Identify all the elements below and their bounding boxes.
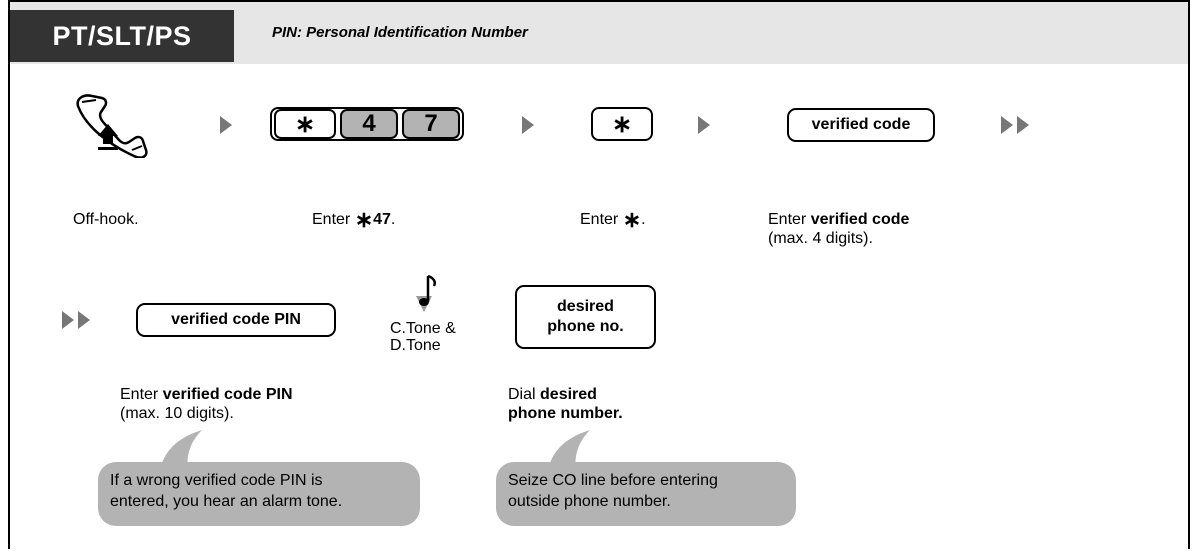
bubble-tail <box>548 430 590 470</box>
step-arrow <box>698 116 710 134</box>
key-star-label: ∗ <box>294 110 316 138</box>
tone-caption: C.Tone &D.Tone <box>390 320 456 354</box>
desired-phone-caption: Dial desired phone number. <box>508 386 623 422</box>
verified-code-pin-pill: verified code PIN <box>136 303 336 337</box>
header-tab: PT/SLT/PS <box>10 10 234 62</box>
double-arrow <box>78 311 90 329</box>
key-star-single: ∗ <box>591 107 653 141</box>
key-7: 7 <box>402 109 460 139</box>
offhook-caption: Off-hook. <box>73 211 139 228</box>
step-arrow <box>522 116 534 134</box>
verified-code-caption: Enter verified code (max. 4 digits). <box>768 211 910 247</box>
enter-star-caption: Enter ∗. <box>580 207 646 232</box>
key-sequence-star-47 <box>270 107 464 141</box>
header-subtitle: PIN: Personal Identification Number <box>272 24 528 41</box>
key-7-label: 7 <box>424 110 438 137</box>
key-4: 4 <box>340 109 398 139</box>
double-arrow <box>1001 116 1013 134</box>
double-arrow <box>1017 116 1029 134</box>
key-4-label: 4 <box>362 110 376 137</box>
verified-code-pin-caption: Enter verified code PIN (max. 10 digits)… <box>120 386 293 422</box>
music-note-icon <box>416 274 436 312</box>
bubble-tail <box>160 430 202 470</box>
key-star: ∗ <box>274 109 336 139</box>
double-arrow <box>62 311 74 329</box>
desired-phone-pill: desired phone no. <box>515 285 656 349</box>
enter-47-caption: Enter ∗47. <box>312 207 396 232</box>
handset-offhook-icon <box>76 94 148 158</box>
procedure-frame <box>8 0 1190 549</box>
key-star-single-label: ∗ <box>611 110 633 138</box>
verified-code-pill: verified code <box>787 108 935 142</box>
step-arrow <box>220 116 232 134</box>
